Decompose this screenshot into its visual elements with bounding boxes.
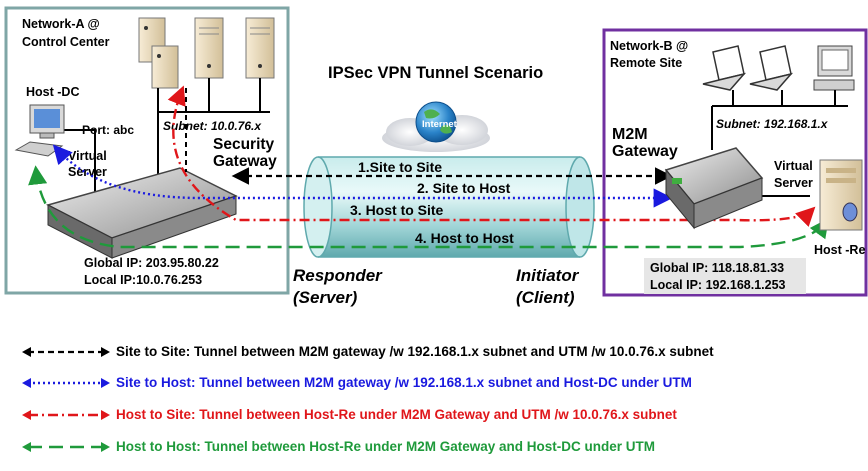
server-icon — [138, 17, 179, 89]
initiator-label: Initiator — [516, 266, 580, 285]
responder-sub-label: (Server) — [293, 288, 358, 307]
server-icon — [194, 17, 224, 79]
host-re-label: Host -Re — [814, 243, 865, 257]
legend-host-to-site-text: Host to Site: Tunnel between Host-Re und… — [116, 407, 677, 422]
tunnel-4-label: 4. Host to Host — [415, 230, 514, 246]
legend-host-to-host-text: Host to Host: Tunnel between Host-Re und… — [116, 439, 656, 454]
port-label: Port: abc — [82, 123, 134, 137]
host-re-server-icon — [819, 159, 863, 231]
laptop-icon — [702, 45, 747, 91]
server-icon — [245, 17, 275, 79]
long-dash-double-arrow-icon — [22, 441, 110, 452]
network-a-label-2: Control Center — [22, 35, 110, 49]
laptop-icon — [749, 45, 794, 91]
legend-site-to-host-text: Site to Host: Tunnel between M2M gateway… — [116, 375, 692, 390]
tunnel-2-label: 2. Site to Host — [417, 180, 511, 196]
internet-label: Internet — [422, 119, 458, 130]
host-dc-label: Host -DC — [26, 85, 79, 99]
legend-site-to-site: Site to Site: Tunnel between M2M gateway… — [22, 344, 714, 359]
diagram-title: IPSec VPN Tunnel Scenario — [328, 64, 543, 82]
tunnel-3-label: 3. Host to Site — [350, 202, 444, 218]
dotted-double-arrow-icon — [22, 377, 110, 388]
computer-icon — [14, 104, 65, 157]
global-ip-a: Global IP: 203.95.80.22 — [84, 256, 219, 270]
virtual-server-a-1: Virtual — [68, 149, 107, 163]
network-b-label-2: Remote Site — [610, 56, 682, 70]
legend-host-to-host: Host to Host: Tunnel between Host-Re und… — [22, 439, 655, 454]
security-gateway-label-2: Gateway — [213, 153, 277, 170]
m2m-gateway-icon — [664, 147, 764, 230]
local-ip-a: Local IP:10.0.76.253 — [84, 273, 202, 287]
legend-site-to-host: Site to Host: Tunnel between M2M gateway… — [22, 375, 692, 390]
virtual-server-a-2: Server — [68, 165, 107, 179]
initiator-sub-label: (Client) — [516, 288, 575, 307]
desktop-computer-icon — [813, 45, 855, 91]
security-gateway-icon — [45, 167, 238, 259]
tunnel-1-label: 1.Site to Site — [358, 159, 442, 175]
responder-label: Responder — [293, 266, 383, 285]
security-gateway-label-1: Security — [213, 136, 275, 153]
network-a-label-1: Network-A @ — [22, 17, 100, 31]
legend-site-to-site-text: Site to Site: Tunnel between M2M gateway… — [116, 344, 714, 359]
local-ip-b: Local IP: 192.168.1.253 — [650, 278, 786, 292]
m2m-gateway-label-1: M2M — [612, 126, 648, 143]
dash-dot-double-arrow-icon — [22, 409, 110, 420]
lan-lines-b — [711, 90, 848, 197]
legend-host-to-site: Host to Site: Tunnel between Host-Re und… — [22, 407, 677, 422]
virtual-server-b-2: Server — [774, 176, 813, 190]
global-ip-b: Global IP: 118.18.81.33 — [650, 261, 784, 275]
subnet-b-label: Subnet: 192.168.1.x — [716, 117, 829, 131]
m2m-gateway-label-2: Gateway — [612, 143, 678, 160]
ip-info-panel-b — [644, 258, 806, 294]
dashed-double-arrow-icon — [22, 346, 110, 357]
network-b-label-1: Network-B @ — [610, 39, 688, 53]
subnet-a-label: Subnet: 10.0.76.x — [163, 119, 262, 133]
virtual-server-b-1: Virtual — [774, 159, 813, 173]
